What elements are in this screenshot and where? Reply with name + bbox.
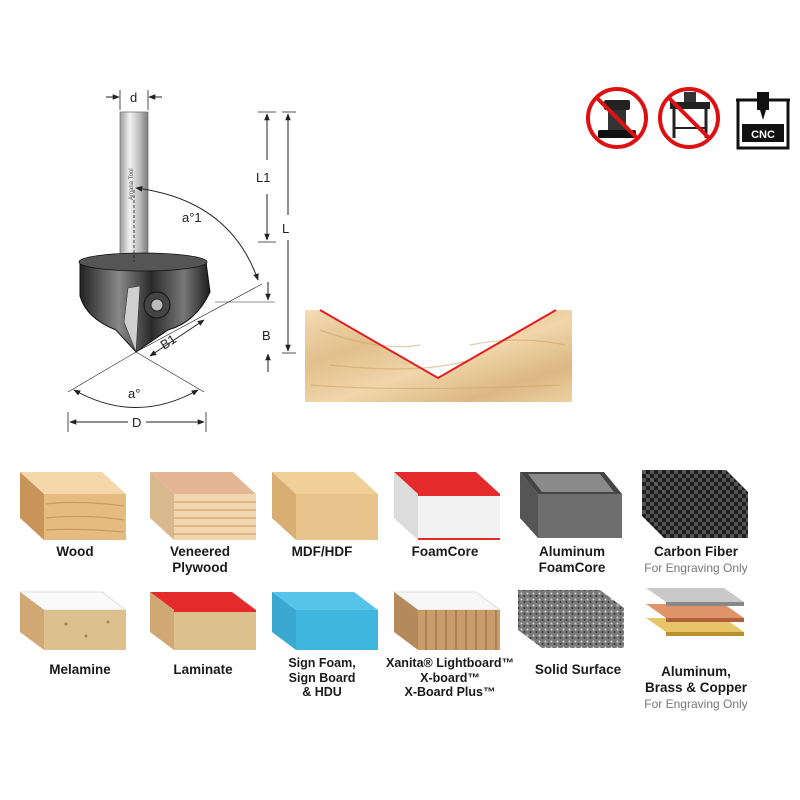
material-label-wood: Wood [56, 544, 94, 559]
cnc-label: CNC [751, 129, 775, 141]
cut-profile-edge [319, 309, 557, 380]
dim-B1: B1 [157, 331, 179, 352]
swatch-sign-foam [272, 592, 378, 650]
swatch-aluminum-foamcore [520, 472, 622, 538]
swatch-wood [20, 472, 126, 540]
material-label-laminate: Laminate [173, 662, 233, 677]
swatch-mdf-hdf [272, 472, 378, 540]
material-label-aluminum-brass-copper: Aluminum,Brass & Copper For Engraving On… [644, 664, 748, 711]
material-label-carbon-fiber: Carbon Fiber For Engraving Only [644, 544, 748, 575]
dim-d: d [130, 90, 137, 105]
swatch-foamcore [394, 472, 500, 540]
dim-a: a° [128, 386, 140, 401]
swatch-melamine [18, 591, 128, 650]
swatch-solid-surface [518, 590, 624, 648]
dim-B: B [262, 328, 271, 343]
cnc-machine-icon: CNC [736, 92, 790, 150]
material-label-sign-foam: Sign Foam,Sign Board& HDU [288, 656, 356, 699]
material-label-melamine: Melamine [49, 662, 111, 677]
no-handheld-router-icon [586, 87, 648, 149]
dim-L: L [282, 221, 289, 236]
router-bit-diagram: Amana Tool d L1 L B a°1 B1 a° D [67, 87, 790, 432]
dim-a1: a°1 [182, 210, 202, 225]
material-label-foamcore: FoamCore [411, 544, 479, 559]
material-label-solid-surface: Solid Surface [534, 662, 622, 677]
dim-D: D [132, 415, 141, 430]
swatch-carbon-fiber [642, 470, 748, 538]
swatch-xanita-lightboard [392, 591, 502, 650]
dim-L1: L1 [256, 170, 270, 185]
no-router-table-icon [658, 87, 720, 149]
shank-brand-text: Amana Tool [129, 168, 135, 200]
swatch-aluminum-brass-copper [646, 588, 744, 636]
material-label-mdf-hdf: MDF/HDF [291, 544, 353, 559]
cut-profile-wood [305, 310, 572, 402]
swatch-veneered-plywood [150, 472, 256, 540]
swatch-laminate [150, 592, 256, 650]
